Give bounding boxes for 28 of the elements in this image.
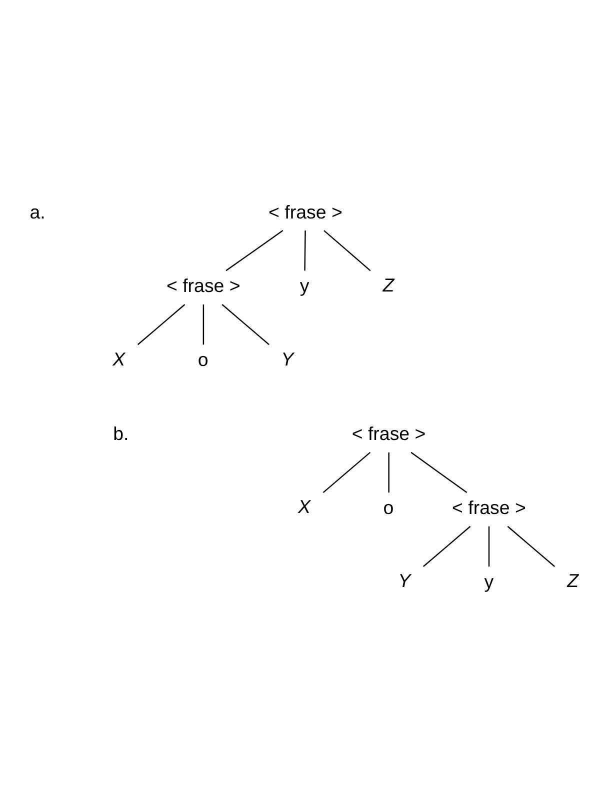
node-text: X: [298, 496, 311, 518]
label: a.: [30, 201, 46, 222]
node-text: X: [112, 348, 126, 370]
connector: [226, 230, 284, 272]
node-text: o: [198, 349, 208, 370]
node-text: o: [383, 497, 394, 518]
node-text: y: [300, 275, 310, 296]
node-text: Z: [382, 274, 394, 296]
connector: [410, 452, 468, 494]
node-text: < frase >: [352, 423, 426, 444]
node-text: y: [484, 571, 494, 592]
connector: [507, 526, 555, 567]
node-text: < frase >: [166, 275, 240, 296]
connector: [324, 230, 371, 272]
connector: [304, 230, 306, 271]
node-text: Z: [567, 570, 579, 592]
connector: [322, 452, 371, 494]
node-text: < frase >: [452, 497, 526, 518]
connector: [222, 304, 270, 346]
connector: [388, 452, 390, 493]
connector: [137, 304, 186, 346]
node-text: < frase >: [268, 201, 342, 222]
label: b.: [113, 423, 129, 444]
node-text: Y: [398, 570, 411, 592]
connector: [202, 304, 204, 345]
connector: [488, 526, 490, 567]
node-text: Y: [281, 348, 294, 370]
connector: [423, 526, 471, 567]
